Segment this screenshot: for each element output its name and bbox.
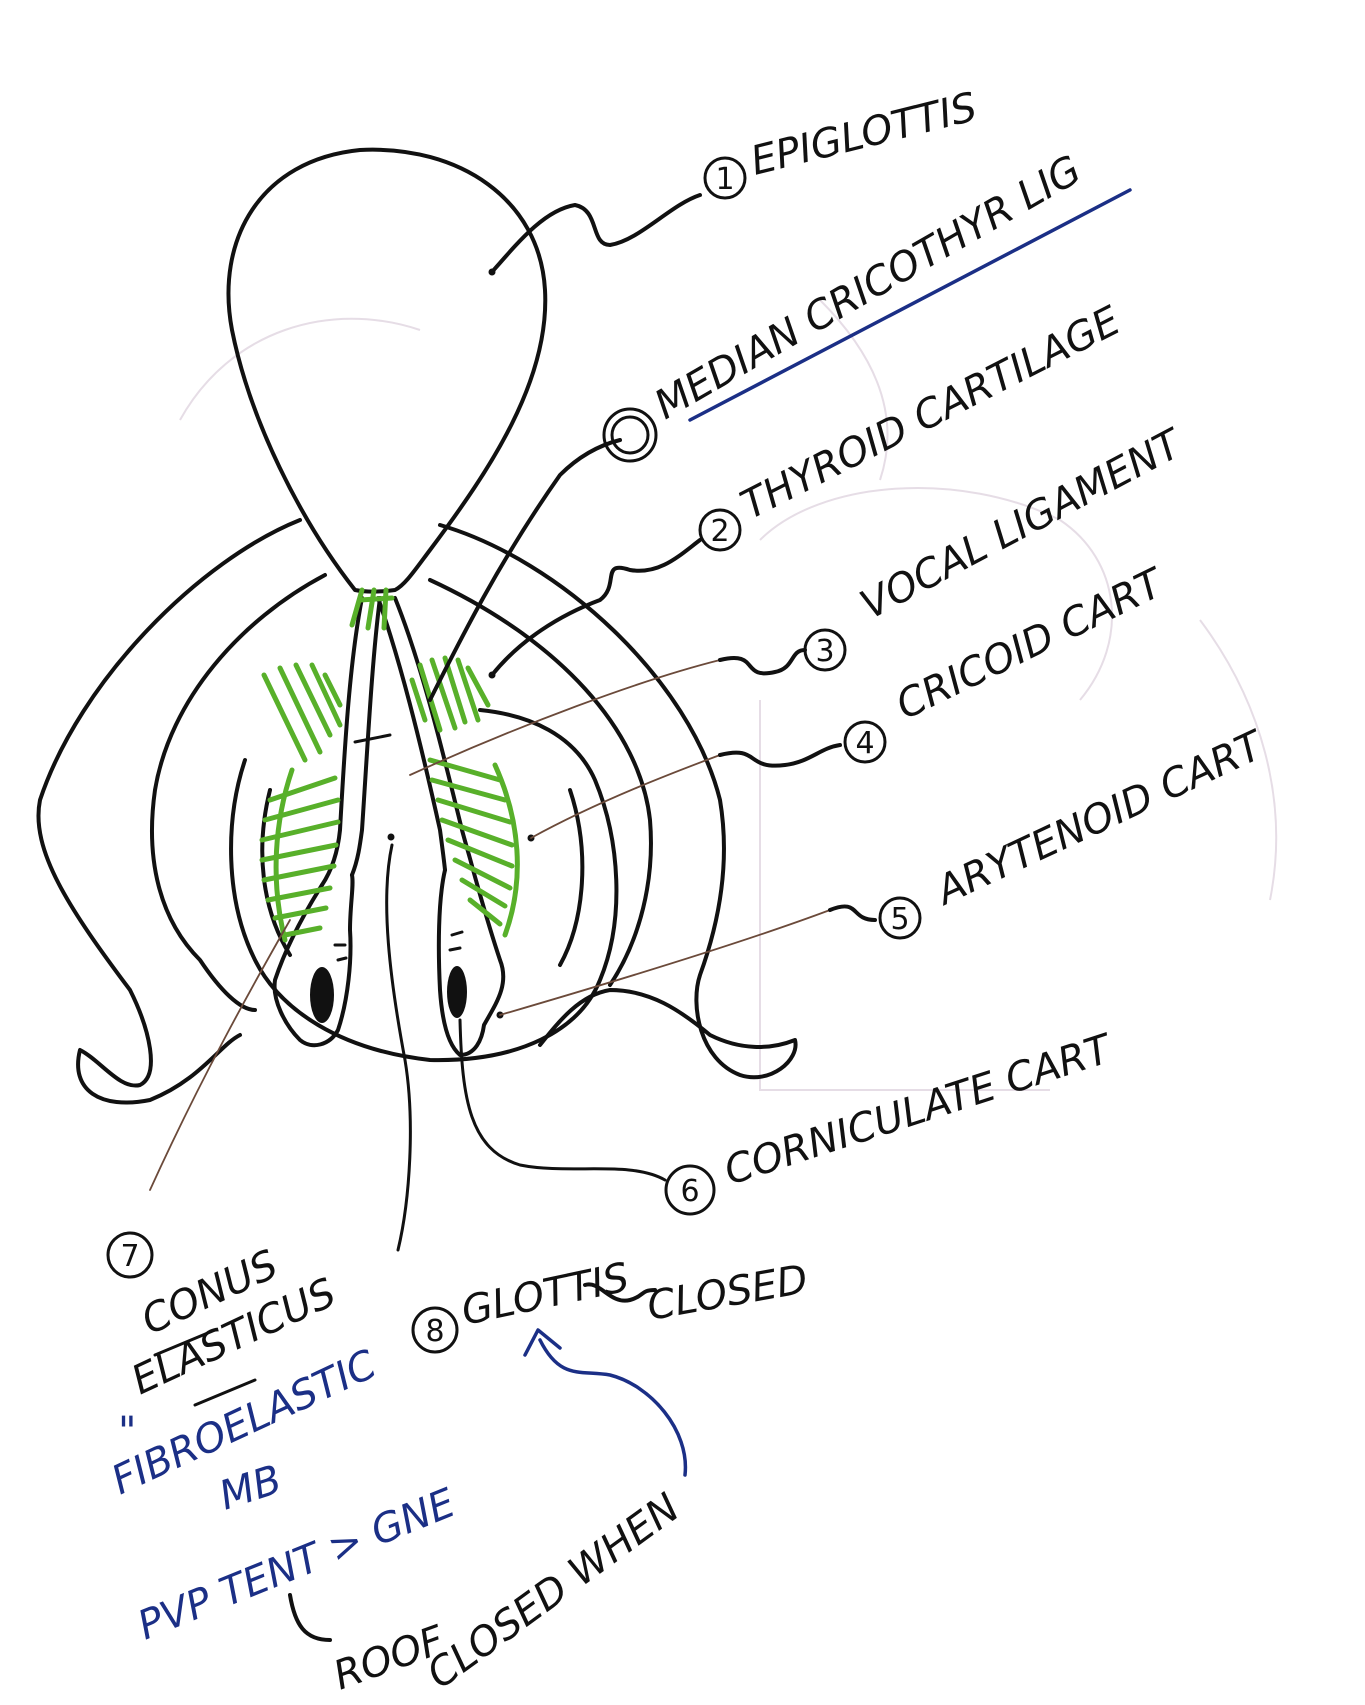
cricoid-leader-tail [720, 745, 840, 766]
thyroid-cartilage-right-wing [440, 525, 796, 1077]
roof-connector [290, 1595, 330, 1640]
arytenoid-right [439, 866, 503, 1055]
label-corniculate-cartilage: CORNICULATE CART [719, 1025, 1120, 1194]
glottis-point [388, 834, 395, 841]
marker-2: 2 [700, 510, 740, 550]
cricoid-leader [531, 755, 720, 838]
svg-text:8: 8 [425, 1314, 444, 1349]
thyroid-cartilage-right-inner [430, 580, 651, 985]
marker-7: 7 [108, 1233, 152, 1277]
label-epiglottis: EPIGLOTTIS [746, 84, 981, 184]
glottis-leader [387, 845, 411, 1250]
arytenoid-leader-tail [830, 906, 875, 920]
corniculate-leader [460, 1020, 665, 1180]
corniculate-left [310, 967, 334, 1023]
svg-text:2: 2 [710, 514, 729, 549]
marker-3: 3 [805, 630, 845, 670]
marker-6: 6 [666, 1166, 714, 1214]
marker-5: 5 [880, 898, 920, 938]
marker-median [604, 409, 656, 461]
svg-text:4: 4 [855, 726, 874, 761]
svg-text:3: 3 [815, 634, 834, 669]
epiglottis-leader [492, 195, 700, 272]
label-arytenoid-cartilage: ARYTENOID CART [927, 721, 1273, 915]
svg-text:1: 1 [715, 162, 734, 197]
corniculate-right [447, 966, 467, 1018]
marker-8: 8 [413, 1308, 457, 1352]
epiglottis [228, 150, 545, 592]
arytenoid-leader [500, 910, 830, 1015]
arytenoid-right-marks [450, 932, 462, 950]
note-membrane: MB [214, 1457, 287, 1520]
conus-leader [150, 920, 290, 1190]
marker-1: 1 [705, 158, 745, 198]
svg-text:7: 7 [120, 1239, 139, 1274]
arytenoid-left-marks [335, 945, 346, 960]
vocal-leader [410, 660, 720, 775]
svg-text:5: 5 [890, 902, 909, 937]
thyroid-cartilage-left-wing [38, 520, 300, 1103]
glottis-top-line [355, 735, 390, 742]
marker-4: 4 [845, 722, 885, 762]
blue-arrow [540, 1340, 685, 1475]
note-closed: CLOSED [644, 1256, 811, 1329]
median-underline [690, 190, 1130, 420]
svg-text:6: 6 [680, 1174, 699, 1209]
cricoid-inner-right [560, 790, 582, 965]
vocal-leader-tail [720, 650, 805, 673]
faint-background-sketch [180, 300, 1276, 1090]
